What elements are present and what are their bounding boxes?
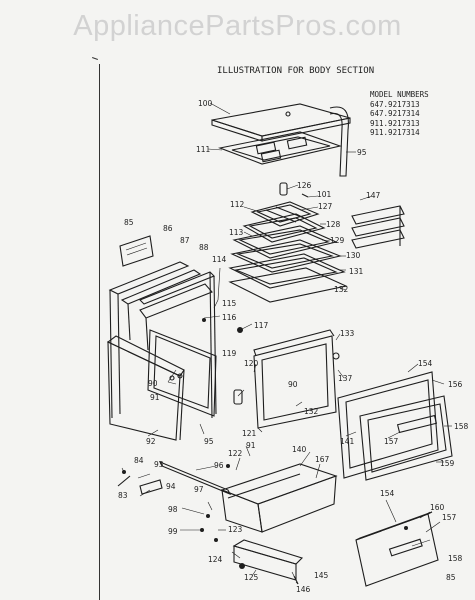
model-number: 647.9217313 xyxy=(370,99,420,109)
model-numbers-list: MODEL NUMBERS 647.9217313 647.9217314 91… xyxy=(370,90,429,138)
part-label: 160 xyxy=(430,503,445,512)
drawer-front xyxy=(355,511,439,587)
part-label: 116 xyxy=(222,313,237,322)
broiler-drawer xyxy=(220,463,338,533)
part-label: 123 xyxy=(228,525,243,534)
part-label: 119 xyxy=(222,349,237,358)
part-label: 146 xyxy=(296,585,311,594)
part-label: 125 xyxy=(244,573,259,582)
part-label: 97 xyxy=(194,485,204,494)
part-label: 129 xyxy=(330,236,345,245)
part-label: 126 xyxy=(297,181,312,190)
top-frame xyxy=(218,131,342,165)
part-label: 85 xyxy=(446,573,456,582)
part-label: 95 xyxy=(204,437,214,446)
model-numbers-heading: MODEL NUMBERS xyxy=(370,90,429,99)
part-label: 145 xyxy=(314,571,329,580)
part-label: 122 xyxy=(228,449,243,458)
part-label: 137 xyxy=(338,374,353,383)
part-label: 133 xyxy=(340,329,355,338)
part-label: 111 xyxy=(196,145,211,154)
part-label: 167 xyxy=(315,455,330,464)
cooktop-panel xyxy=(211,103,351,177)
part-label: 147 xyxy=(366,191,381,200)
slide-rail xyxy=(117,460,232,542)
part-label: 90 xyxy=(288,380,298,389)
part-label: 158 xyxy=(448,554,463,563)
part-label: 130 xyxy=(346,251,361,260)
part-label: 156 xyxy=(448,380,463,389)
part-label: 88 xyxy=(199,243,209,252)
watermark: AppliancePartsPros.com xyxy=(73,10,402,42)
part-label: 132 xyxy=(304,407,319,416)
part-label: 94 xyxy=(166,482,176,491)
part-label: 140 xyxy=(292,445,307,454)
kick-panel xyxy=(232,539,304,585)
oven-door-frame xyxy=(233,329,340,429)
part-label: 96 xyxy=(214,461,224,470)
part-label: 157 xyxy=(384,437,399,446)
model-number: 647.9217314 xyxy=(370,109,420,118)
part-label: 100 xyxy=(198,99,213,108)
part-label: 93 xyxy=(154,460,164,469)
part-label: 101 xyxy=(317,190,332,199)
margin-line xyxy=(99,64,100,600)
model-number: 911.9217313 xyxy=(370,118,420,128)
part-label: 90 xyxy=(148,379,158,388)
part-label: 91 xyxy=(246,441,256,450)
part-label: 117 xyxy=(254,321,269,330)
part-label: 131 xyxy=(349,267,364,276)
part-label: 157 xyxy=(442,513,457,522)
part-label: 112 xyxy=(230,200,245,209)
part-label: 113 xyxy=(229,228,244,237)
side-panels xyxy=(108,261,217,419)
part-label: 83 xyxy=(118,491,128,500)
oven-liner xyxy=(147,318,243,417)
part-label: 85 xyxy=(124,218,134,227)
side-rack xyxy=(351,205,405,249)
part-label: 86 xyxy=(163,224,173,233)
part-label: 98 xyxy=(168,505,178,514)
oven-door xyxy=(337,371,453,481)
part-label: 132 xyxy=(334,285,349,294)
part-label: 154 xyxy=(380,489,395,498)
part-label: 128 xyxy=(326,220,341,229)
part-label: 92 xyxy=(146,437,156,446)
part-label: 95 xyxy=(357,148,367,157)
model-number: 911.9217314 xyxy=(370,128,420,137)
part-label: 87 xyxy=(180,236,190,245)
front-side-panel xyxy=(106,335,185,441)
part-label: 114 xyxy=(212,255,227,264)
nameplate xyxy=(119,235,154,267)
part-label: 159 xyxy=(440,459,455,468)
part-label: 127 xyxy=(318,202,333,211)
part-label: 84 xyxy=(134,456,144,465)
grate-stack xyxy=(228,201,348,303)
part-number-labels: 100 111 95 126 101 127 147 112 128 85 86… xyxy=(118,99,469,594)
part-label: 91 xyxy=(150,393,160,402)
part-label: 158 xyxy=(454,422,469,431)
part-label: 115 xyxy=(222,299,237,308)
part-label: 124 xyxy=(208,555,223,564)
leader-lines xyxy=(121,102,452,585)
diagram-title: ILLUSTRATION FOR BODY SECTION xyxy=(217,66,375,76)
part-label: 154 xyxy=(418,359,433,368)
part-label: 120 xyxy=(244,359,259,368)
part-label: 99 xyxy=(168,527,178,536)
part-label: 141 xyxy=(340,437,355,446)
part-label: 121 xyxy=(242,429,257,438)
